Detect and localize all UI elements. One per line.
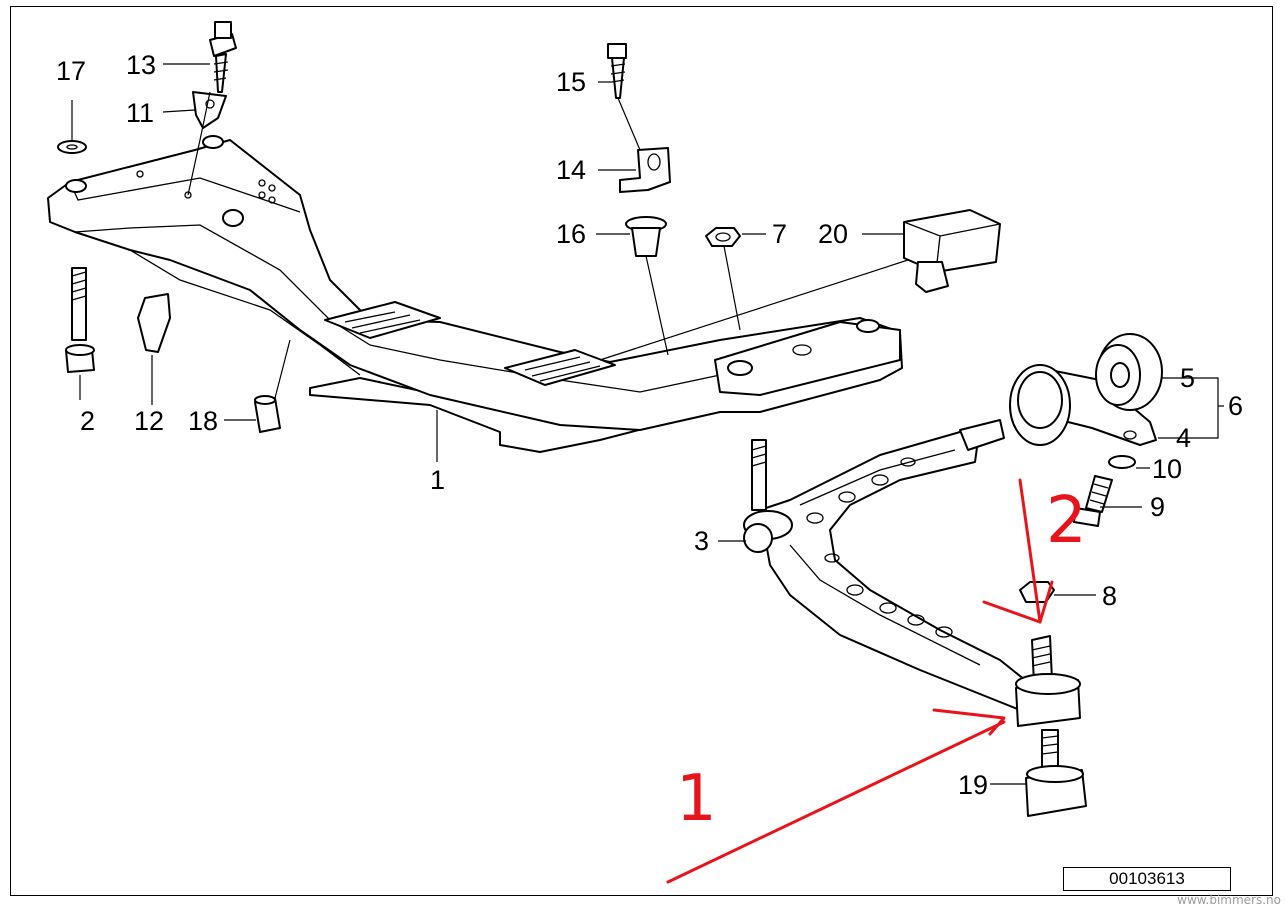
ball-joint-19 — [1025, 729, 1087, 817]
leader-lines — [71, 63, 1224, 785]
bracket-11 — [192, 91, 227, 129]
control-arm — [743, 419, 1081, 727]
clip-nut-16 — [625, 216, 667, 257]
bolt-9 — [1073, 475, 1113, 527]
red-arrow-2 — [1018, 478, 1042, 624]
label-11: 11 — [126, 98, 154, 128]
diagram-frame — [10, 6, 1273, 896]
watermark: www.bimmers.no — [1177, 893, 1281, 907]
label-3: 3 — [694, 526, 709, 556]
label-19: 19 — [958, 770, 988, 800]
label-8: 8 — [1102, 581, 1117, 611]
front-axle-carrier — [47, 135, 903, 453]
washer-17 — [57, 140, 87, 154]
label-6: 6 — [1228, 391, 1243, 421]
label-17: 17 — [56, 56, 86, 86]
label-4: 4 — [1176, 423, 1191, 453]
label-16: 16 — [556, 219, 586, 249]
label-18: 18 — [188, 406, 218, 436]
nut-7 — [705, 227, 741, 247]
reference-number: 00103613 — [1063, 867, 1231, 891]
label-7: 7 — [772, 219, 787, 249]
red-annotations: 1 2 — [666, 478, 1087, 884]
screw-15 — [607, 43, 627, 99]
red-annotation-2: 2 — [1046, 484, 1087, 558]
bolt-13 — [209, 21, 237, 93]
bushing-bracket — [1009, 333, 1163, 446]
label-12: 12 — [134, 406, 164, 436]
label-5: 5 — [1180, 363, 1195, 393]
red-annotation-1: 1 — [676, 762, 717, 836]
label-13: 13 — [126, 50, 156, 80]
label-14: 14 — [556, 155, 586, 185]
part-labels: 17 13 11 2 12 18 1 15 14 16 7 20 5 6 4 1… — [56, 50, 1243, 800]
engine-mount-20 — [903, 209, 1001, 293]
bracket-14 — [619, 147, 671, 193]
label-10: 10 — [1152, 454, 1182, 484]
label-2: 2 — [80, 406, 95, 436]
label-20: 20 — [818, 219, 848, 249]
washer-10 — [1108, 455, 1136, 469]
label-9: 9 — [1150, 492, 1165, 522]
sleeve-18 — [254, 395, 281, 433]
label-15: 15 — [556, 67, 586, 97]
red-arrow-1 — [666, 720, 1006, 884]
clip-12 — [137, 293, 171, 353]
stud-bolt-2 — [65, 267, 95, 373]
label-1: 1 — [430, 465, 445, 495]
